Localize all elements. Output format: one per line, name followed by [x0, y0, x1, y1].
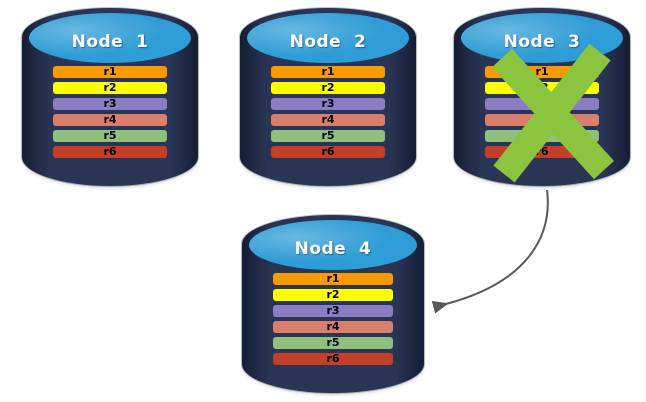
- row-r5: r5: [273, 337, 393, 349]
- row-r5: r5: [271, 130, 385, 142]
- replica-rows: r1 r2 r3 r4 r5 r6: [53, 66, 167, 162]
- row-r4: r4: [53, 114, 167, 126]
- row-r1: r1: [53, 66, 167, 78]
- row-r3: r3: [53, 98, 167, 110]
- row-r4: r4: [273, 321, 393, 333]
- node-title: Node 1: [71, 32, 149, 52]
- x-mark-icon: [492, 43, 614, 183]
- row-r1: r1: [271, 66, 385, 78]
- node-title: Node 3: [503, 32, 581, 52]
- cylinder-top: [29, 13, 191, 63]
- replica-rows: r1 r2 r3 r4 r5 r6: [273, 273, 393, 369]
- row-r1: r1: [273, 273, 393, 285]
- row-r6: r6: [53, 146, 167, 158]
- row-r6: r6: [273, 353, 393, 365]
- node-1: Node 1 r1 r2 r3 r4 r5 r6: [22, 8, 198, 186]
- node-title: Node 4: [294, 239, 372, 259]
- node-4: Node 4 r1 r2 r3 r4 r5 r6: [242, 215, 424, 393]
- row-r6: r6: [271, 146, 385, 158]
- node-title: Node 2: [289, 32, 367, 52]
- row-r2: r2: [53, 82, 167, 94]
- row-r2: r2: [271, 82, 385, 94]
- row-r4: r4: [271, 114, 385, 126]
- cylinder-top: [249, 220, 417, 270]
- cylinder-top: [247, 13, 409, 63]
- row-r3: r3: [271, 98, 385, 110]
- row-r2: r2: [273, 289, 393, 301]
- node-2: Node 2 r1 r2 r3 r4 r5 r6: [240, 8, 416, 186]
- replica-rows: r1 r2 r3 r4 r5 r6: [271, 66, 385, 162]
- node-3: Node 3 r1 r2 r3 r4 r5 r6: [454, 8, 630, 186]
- row-r5: r5: [53, 130, 167, 142]
- row-r3: r3: [273, 305, 393, 317]
